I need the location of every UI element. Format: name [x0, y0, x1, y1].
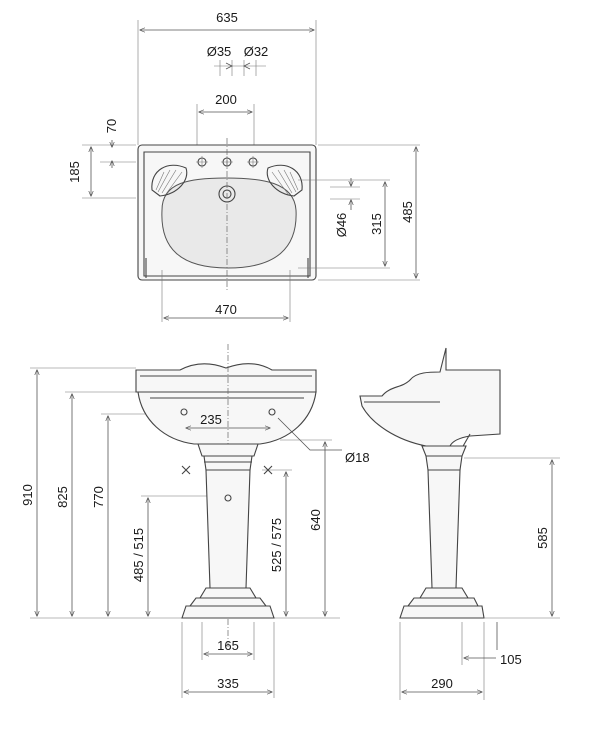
fixing-hole-label: Ø18: [345, 450, 370, 465]
height-rim-label: 825: [55, 486, 70, 508]
foot-depth-label: 290: [431, 676, 453, 691]
edge-to-waste-label: 185: [67, 161, 82, 183]
bowl-depth-label: 315: [369, 213, 384, 235]
bowl-plan: [161, 177, 297, 269]
edge-to-tap-label: 70: [104, 119, 119, 133]
pedestal-height-label: 585: [535, 527, 550, 549]
front-view: 910 825 770 485 / 515 525 / 575 640 235: [20, 344, 370, 698]
side-view: 585 105 290: [359, 347, 560, 700]
foot-outer-label: 335: [217, 676, 239, 691]
tap-hole-2-label: Ø32: [244, 44, 269, 59]
waste-hole-label: Ø46: [334, 213, 349, 238]
basin-front-bowl: [137, 391, 317, 445]
width-total-label: 635: [216, 10, 238, 25]
pedestal-front: [181, 443, 275, 619]
fixing-spacing-label: 235: [200, 412, 222, 427]
basin-side: [359, 347, 501, 447]
height-underside-label: 770: [91, 486, 106, 508]
pedestal-side: [399, 445, 485, 619]
depth-total-label: 485: [400, 201, 415, 223]
foot-offset-label: 105: [500, 652, 522, 667]
height-fixing-label: 525 / 575: [269, 518, 284, 572]
shell-ornament-left: [151, 164, 188, 197]
height-ped-top-label: 640: [308, 509, 323, 531]
tap-hole-1-label: Ø35: [207, 44, 232, 59]
basin-front-top: [135, 363, 317, 393]
foot-inner-label: 165: [217, 638, 239, 653]
bowl-width-label: 470: [215, 302, 237, 317]
plan-view: 635 Ø35 Ø32 200 70 185: [67, 10, 420, 322]
height-waste-label: 485 / 515: [131, 528, 146, 582]
tap-spacing-label: 200: [215, 92, 237, 107]
height-total-label: 910: [20, 484, 35, 506]
shell-ornament-right: [266, 164, 303, 197]
